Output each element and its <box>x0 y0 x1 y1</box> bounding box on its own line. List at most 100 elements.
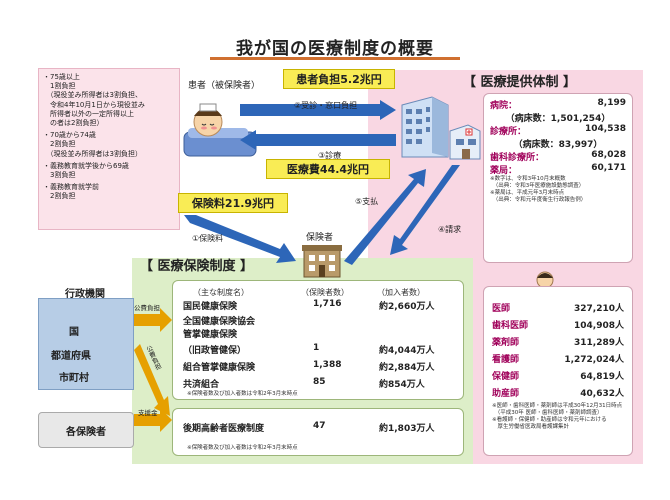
sick-patient-illustration <box>183 103 257 157</box>
eligibility-group: ・70歳から74歳 2割負担 （現役並み所得者は3割負担） <box>43 131 175 159</box>
facility-count: 68,028 <box>591 150 626 160</box>
facility-row: 歯科診療所： 68,028 <box>490 150 626 163</box>
facility-row: 病院： 8,199 <box>490 98 626 111</box>
facility-name: 薬局： <box>490 166 518 176</box>
admin-box: 国 都道府県 市町村 <box>38 298 134 390</box>
staff-note: ※医師・歯科医師・薬剤師は平成30年12月31日時点 <box>492 403 623 409</box>
insurance-count: 1,388 <box>313 360 342 370</box>
facility-name: 診療所： <box>490 127 527 137</box>
payment-claim-arrows <box>344 165 460 265</box>
facility-bed-count: （病床数：1,501,254） <box>505 114 611 124</box>
copay-eligibility-box: ・75歳以上 1割負担 （現役並み所得者は3割負担、 令和4年10月1日から現役… <box>38 68 180 230</box>
staff-count: 327,210人 <box>574 304 624 314</box>
medical-cost-label: 医療費44.4兆円 <box>266 159 390 179</box>
step4-label: ④請求 <box>438 225 462 234</box>
eligibility-group: ・義務教育就学後から69歳 3割負担 <box>43 162 175 180</box>
eligibility-line: 所得者以外の一定所得以上 <box>43 109 134 118</box>
insurance-members: 約2,660万人 <box>379 302 435 312</box>
insurance-name: 全国健康保険協会 <box>183 317 256 327</box>
facility-count: 104,538 <box>585 124 626 134</box>
staff-row: 助産師 40,632人 <box>492 386 624 403</box>
patient-label: 患者（被保険者） <box>188 81 261 91</box>
step2-label: ②受診・窓口負担 <box>294 101 358 110</box>
facility-row: 薬局： 60,171 <box>490 163 626 176</box>
facility-box: 病院： 8,199 （病床数：1,501,254） 診療所： 104,538 （病床数：8… <box>483 93 633 263</box>
eligibility-line: ・義務教育就学後から69歳 <box>43 161 129 170</box>
staff-role: 助産師 <box>492 389 520 399</box>
insurance-name: 共済組合 <box>183 380 220 390</box>
staff-role: 看護師 <box>492 355 520 365</box>
eligibility-line: 令和4年10月1日から現役並み <box>43 100 145 109</box>
eligibility-line: の者は2割負担） <box>43 119 104 128</box>
step5-label: ⑤支払 <box>355 197 379 206</box>
insurance-name: 管掌健康保険 <box>183 330 238 340</box>
insurer-label: 保険者 <box>306 233 334 243</box>
facility-row: 診療所： 104,538 <box>490 124 626 137</box>
elderly-name: 後期高齢者医療制度 <box>183 424 265 434</box>
eligibility-line: 2割負担 <box>43 192 76 201</box>
eligibility-line: ・70歳から74歳 <box>43 131 96 140</box>
facility-count: 8,199 <box>597 98 626 108</box>
insurance-name: （旧政管健保） <box>183 346 247 356</box>
staff-note: （平成30年 医師・歯科医師・薬剤師調査） <box>492 410 603 416</box>
eligibility-line: ・義務教育就学前 <box>43 183 99 192</box>
insurance-count: 85 <box>313 377 326 387</box>
subsidy-label: 支援金 <box>138 409 158 417</box>
insurance-count: 1,716 <box>313 299 342 309</box>
staff-row: 保健師 64,819人 <box>492 369 624 386</box>
eligibility-line: （現役並み所得者は3割負担） <box>43 149 142 158</box>
eligibility-line: 3割負担 <box>43 171 76 180</box>
staff-count: 64,819人 <box>580 372 624 382</box>
facility-bed-count: （病床数：83,997） <box>513 140 603 150</box>
insurance-name: 国民健康保険 <box>183 302 238 312</box>
eligibility-group: ・義務教育就学前 2割負担 <box>43 183 175 201</box>
staff-role: 歯科医師 <box>492 321 529 331</box>
elderly-insurance-table: 後期高齢者医療制度 47 約1,803万人 ※保険者数及び加入者数は令和2年3月… <box>172 408 464 456</box>
facility-note: ※数字は、令和3年10月末概数 <box>490 176 566 182</box>
elderly-note: ※保険者数及び加入者数は令和2年3月末時点 <box>187 445 298 451</box>
step3-label: ③診療 <box>318 151 342 160</box>
facility-count: 60,171 <box>591 163 626 173</box>
staff-count: 40,632人 <box>580 389 624 399</box>
staff-role: 医師 <box>492 304 511 314</box>
staff-role: 保健師 <box>492 372 520 382</box>
facility-name: 病院： <box>490 101 518 111</box>
admin-arrows <box>134 308 172 432</box>
eligibility-line: 2割負担 <box>43 140 76 149</box>
staff-count: 311,289人 <box>574 338 624 348</box>
patient-hospital-arrows <box>240 100 396 150</box>
hospital-illustration <box>401 96 481 160</box>
premium-arrow <box>184 215 296 263</box>
eligibility-line: 1割負担 <box>43 82 76 91</box>
insurance-members: 約4,044万人 <box>379 346 435 356</box>
step1-label: ①保険料 <box>192 234 224 243</box>
staff-note: ※看護師・保健師・助産師は令和元年における <box>492 417 607 423</box>
admin-label: 行政機関 <box>65 289 105 300</box>
facility-note: （出典：令和3年医療施設動態調査） <box>490 183 585 189</box>
eligibility-line: ・75歳以上 <box>43 73 80 81</box>
elderly-count: 47 <box>313 421 326 431</box>
provider-title: 【 医療提供体制 】 <box>463 75 577 90</box>
header-name: （主な制度名） <box>193 288 249 297</box>
insurance-members: 約854万人 <box>379 380 425 390</box>
header-count: （保険者数） <box>301 288 349 297</box>
page-title: 我が国の医療制度の概要 <box>236 39 434 59</box>
insurance-count: 1 <box>313 343 320 353</box>
insurers-box: 各保険者 <box>38 412 134 448</box>
admin-item-municipality: 市町村 <box>59 373 89 384</box>
insurance-note: ※保険者数及び加入者数は令和2年3月末時点 <box>187 391 298 397</box>
staff-role: 薬剤師 <box>492 338 520 348</box>
staff-row: 医師 327,210人 <box>492 301 624 318</box>
insurance-title: 【 医療保険制度 】 <box>140 259 254 274</box>
staff-row: 薬剤師 311,289人 <box>492 335 624 352</box>
insurance-name: 組合管掌健康保険 <box>183 363 256 373</box>
facility-name: 歯科診療所： <box>490 153 545 163</box>
title-underline <box>210 57 460 60</box>
facility-note: ※薬局は、平成元年3月末時点 <box>490 190 565 196</box>
public-burden-label: 公費負担 <box>134 304 160 312</box>
insurance-members: 約2,884万人 <box>379 363 435 373</box>
elderly-members: 約1,803万人 <box>379 424 435 434</box>
